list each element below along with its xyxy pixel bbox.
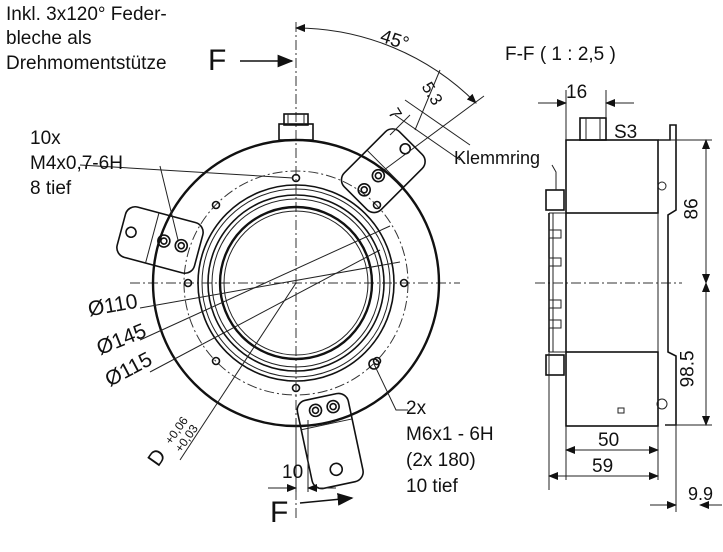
clamp-ring xyxy=(545,189,565,211)
leader-d115 xyxy=(149,249,381,373)
leader-m6 xyxy=(373,363,408,411)
leader-d145 xyxy=(139,225,391,341)
slot-dim-line-a xyxy=(404,99,471,146)
dim-98-5: 98.5 xyxy=(677,350,699,388)
leader-bore xyxy=(179,282,297,461)
bore-circle xyxy=(218,205,374,361)
offset-label: 10 xyxy=(282,462,304,483)
slot-dim-line-b xyxy=(394,114,461,161)
leader-clamp xyxy=(551,164,557,190)
ring-3 xyxy=(207,194,385,372)
angle-arc xyxy=(295,24,477,104)
dim-16: 16 xyxy=(566,82,588,103)
spring-plate-bottom xyxy=(296,392,364,490)
connector-plug xyxy=(278,113,314,141)
clamp-ring-lower xyxy=(545,354,565,376)
m6-hole xyxy=(368,358,380,370)
angle-leg xyxy=(383,95,485,171)
m4-note-thread: M4x0,7-6H xyxy=(30,153,123,174)
m6-note-thread: M6x1 - 6H xyxy=(406,424,494,445)
spring-plate-note-line3: Drehmomentstütze xyxy=(6,53,167,74)
slot-dim-ext-2 xyxy=(389,114,411,136)
front-view xyxy=(79,22,485,520)
dim-86: 86 xyxy=(681,198,703,220)
m4-note-depth: 8 tief xyxy=(30,178,72,199)
leader-m4-a xyxy=(79,164,294,179)
dim-9-9: 9.9 xyxy=(688,484,714,504)
slot-dim-ext xyxy=(414,69,441,131)
ring-1 xyxy=(197,184,395,382)
upper-body xyxy=(565,139,659,214)
lower-body xyxy=(565,351,659,427)
spring-plate-top-right xyxy=(340,128,426,214)
screw-s3 xyxy=(579,117,607,141)
section-arrow-bottom xyxy=(299,493,354,506)
dim-59: 59 xyxy=(592,456,614,477)
ring-4 xyxy=(211,198,381,368)
section-view xyxy=(535,90,722,512)
spring-plate-note-line1: Inkl. 3x120° Feder- xyxy=(6,4,167,25)
ring-2 xyxy=(201,188,391,378)
dim-50: 50 xyxy=(598,430,620,451)
section-title: F-F ( 1 : 2,5 ) xyxy=(505,44,616,65)
spring-plate-section xyxy=(658,124,677,426)
m6-note-spacing: (2x 180) xyxy=(406,450,476,471)
screw-label: S3 xyxy=(614,122,638,143)
section-letter-bottom: F xyxy=(270,496,289,529)
spring-plate-left xyxy=(116,205,204,275)
spring-plate-note-line2: bleche als xyxy=(6,28,92,49)
m6-note-count: 2x xyxy=(406,398,427,419)
section-letter-top: F xyxy=(208,44,227,77)
leader-m4-b xyxy=(159,165,179,241)
leader-d110 xyxy=(139,261,401,309)
bore-inner xyxy=(223,210,369,356)
clamp-ring-label: Klemmring xyxy=(454,148,541,168)
m4-note-count: 10x xyxy=(30,128,61,149)
m6-note-depth: 10 tief xyxy=(406,476,458,497)
